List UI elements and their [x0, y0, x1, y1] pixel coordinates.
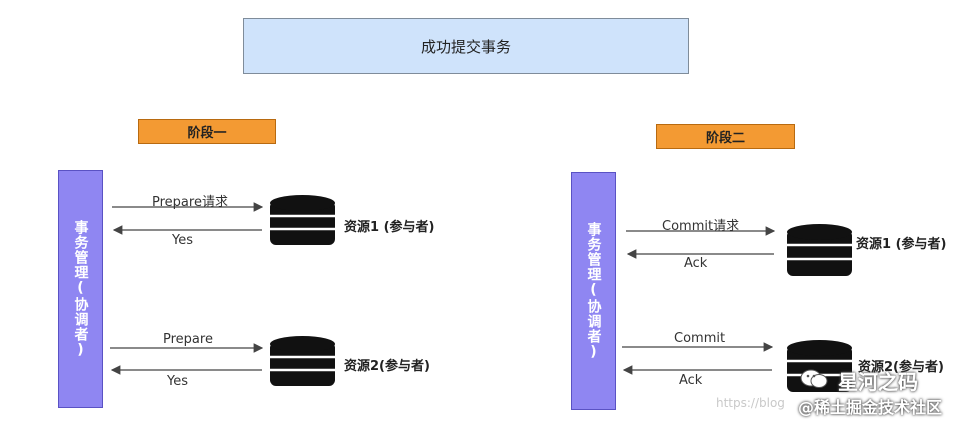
watermark-brand: 星河之码	[838, 370, 918, 394]
left-resource-1-name: 资源1 (参与者)	[344, 220, 435, 235]
left-r2-reply-label: Yes	[167, 374, 188, 389]
right-r2-reply-label: Ack	[679, 373, 703, 388]
right-resource-2-name: 资源2(参与者)	[858, 360, 944, 375]
right-resource-1-name: 资源1 (参与者)	[856, 237, 947, 252]
right-r2-request-label: Commit	[674, 331, 726, 346]
wechat-icon	[800, 368, 828, 390]
watermark-community: @稀土掘金技术社区	[798, 398, 943, 417]
right-r1-reply-label: Ack	[684, 256, 708, 271]
coordinator-box-left: 事务管理(协调者)	[58, 170, 103, 408]
watermark-url: https://blog	[716, 396, 785, 410]
left-r1-request-label: Prepare请求	[152, 195, 228, 210]
left-resource-2-name: 资源2(参与者)	[344, 359, 430, 374]
right-r1-request-label: Commit请求	[662, 219, 740, 234]
coordinator-label: 事务管理(协调者)	[585, 221, 602, 361]
database-icon	[270, 336, 335, 386]
database-icon	[787, 224, 852, 276]
phase-one-label: 阶段一	[138, 119, 276, 144]
coordinator-label: 事务管理(协调者)	[72, 219, 89, 359]
diagram-title: 成功提交事务	[243, 18, 689, 74]
database-icon	[270, 195, 335, 245]
phase-two-label: 阶段二	[656, 124, 795, 149]
left-r1-reply-label: Yes	[172, 233, 193, 248]
left-r2-request-label: Prepare	[163, 332, 213, 347]
coordinator-box-right: 事务管理(协调者)	[571, 172, 616, 410]
